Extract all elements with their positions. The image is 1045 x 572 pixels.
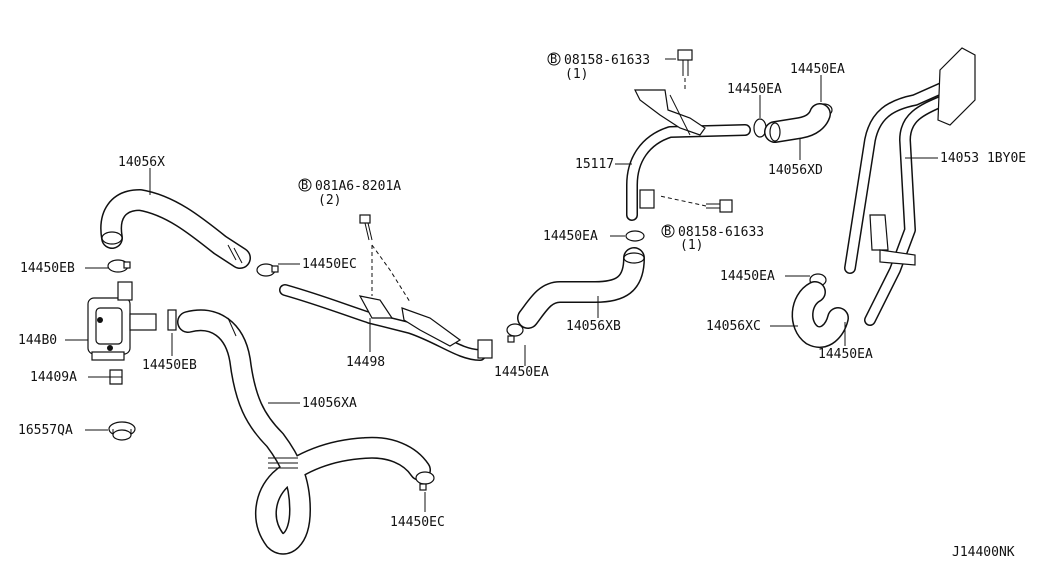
leader-lines: [65, 58, 938, 512]
clamp-14450eb-bottom[interactable]: [167, 309, 177, 331]
hose-14056xd[interactable]: [764, 103, 831, 143]
label-08158-mid-group: B 08158-61633 (1): [661, 224, 764, 253]
hose-14056xb[interactable]: [517, 247, 645, 329]
clamp-14450ea-mid[interactable]: [506, 323, 524, 343]
label-08158-top: 08158-61633: [564, 53, 650, 68]
label-14450ea-top1: 14450EA: [727, 82, 782, 97]
water-pump-14430[interactable]: [87, 281, 157, 361]
label-14056xa: 14056XA: [302, 396, 357, 411]
label-14450eb-bottom: 14450EB: [142, 358, 197, 373]
label-14498: 14498: [346, 355, 385, 370]
label-08158-mid: 08158-61633: [678, 225, 764, 240]
grommet-16557qa[interactable]: [108, 421, 136, 441]
label-081a6-8201a-group: B 081A6-8201A (2): [298, 178, 401, 208]
clamp-14450ea-center[interactable]: [625, 230, 645, 242]
label-14430: 144B0: [18, 333, 57, 348]
label-14450ea-mid: 14450EA: [494, 365, 549, 380]
pipe-14053-1by0e[interactable]: [844, 47, 976, 326]
label-14450ea-center: 14450EA: [543, 229, 598, 244]
label-14056xd: 14056XD: [768, 163, 823, 178]
clamp-14450ec-mid[interactable]: [256, 263, 279, 277]
pipe-14498[interactable]: [279, 284, 493, 361]
bracket-14409a[interactable]: [109, 369, 123, 385]
label-14450ec-mid: 14450EC: [302, 257, 357, 272]
label-14450ea-top2: 14450EA: [790, 62, 845, 77]
clamp-14450ec-bottom[interactable]: [415, 471, 435, 491]
label-08158-mid-qty: (1): [680, 238, 703, 253]
bolt-08158-61633-top[interactable]: [677, 49, 693, 92]
bolt-marker-letter: B: [550, 52, 557, 66]
bolt-marker-icon: [298, 178, 312, 192]
label-14450ea-right1: 14450EA: [720, 269, 775, 284]
bolt-08158-61633-mid[interactable]: [659, 195, 733, 213]
label-16557qa: 16557QA: [18, 423, 73, 438]
clamp-14450ea-top1[interactable]: [753, 118, 767, 138]
bolt-marker-letter: B: [664, 224, 671, 238]
label-14450ec-bottom: 14450EC: [390, 515, 445, 530]
label-14450ea-right2: 14450EA: [818, 347, 873, 362]
label-14409a: 14409A: [30, 370, 77, 385]
hose-14056xc[interactable]: [791, 281, 849, 348]
label-15117: 15117: [575, 157, 614, 172]
hose-14056xa[interactable]: [177, 309, 431, 555]
diagram-code: J14400NK: [952, 545, 1015, 560]
label-14053-1by0e: 14053 1BY0E: [940, 151, 1026, 166]
label-14056xb: 14056XB: [566, 319, 621, 334]
clamp-14450eb-left[interactable]: [107, 259, 131, 273]
hose-14056x[interactable]: [100, 189, 251, 269]
label-08158-top-group: B 08158-61633 (1): [547, 52, 650, 82]
label-081a6-qty: (2): [318, 193, 341, 208]
label-081a6-8201a: 081A6-8201A: [315, 179, 401, 194]
bolt-marker-letter: B: [301, 178, 308, 192]
bolt-marker-icon: [661, 224, 675, 238]
pipe-15117[interactable]: [626, 89, 751, 221]
label-14056xc: 14056XC: [706, 319, 761, 334]
bolt-marker-icon: [547, 52, 561, 66]
label-08158-top-qty: (1): [565, 67, 588, 82]
label-14056x: 14056X: [118, 155, 165, 170]
label-14450eb-left: 14450EB: [20, 261, 75, 276]
bolt-081a6-8201a[interactable]: [359, 214, 411, 303]
